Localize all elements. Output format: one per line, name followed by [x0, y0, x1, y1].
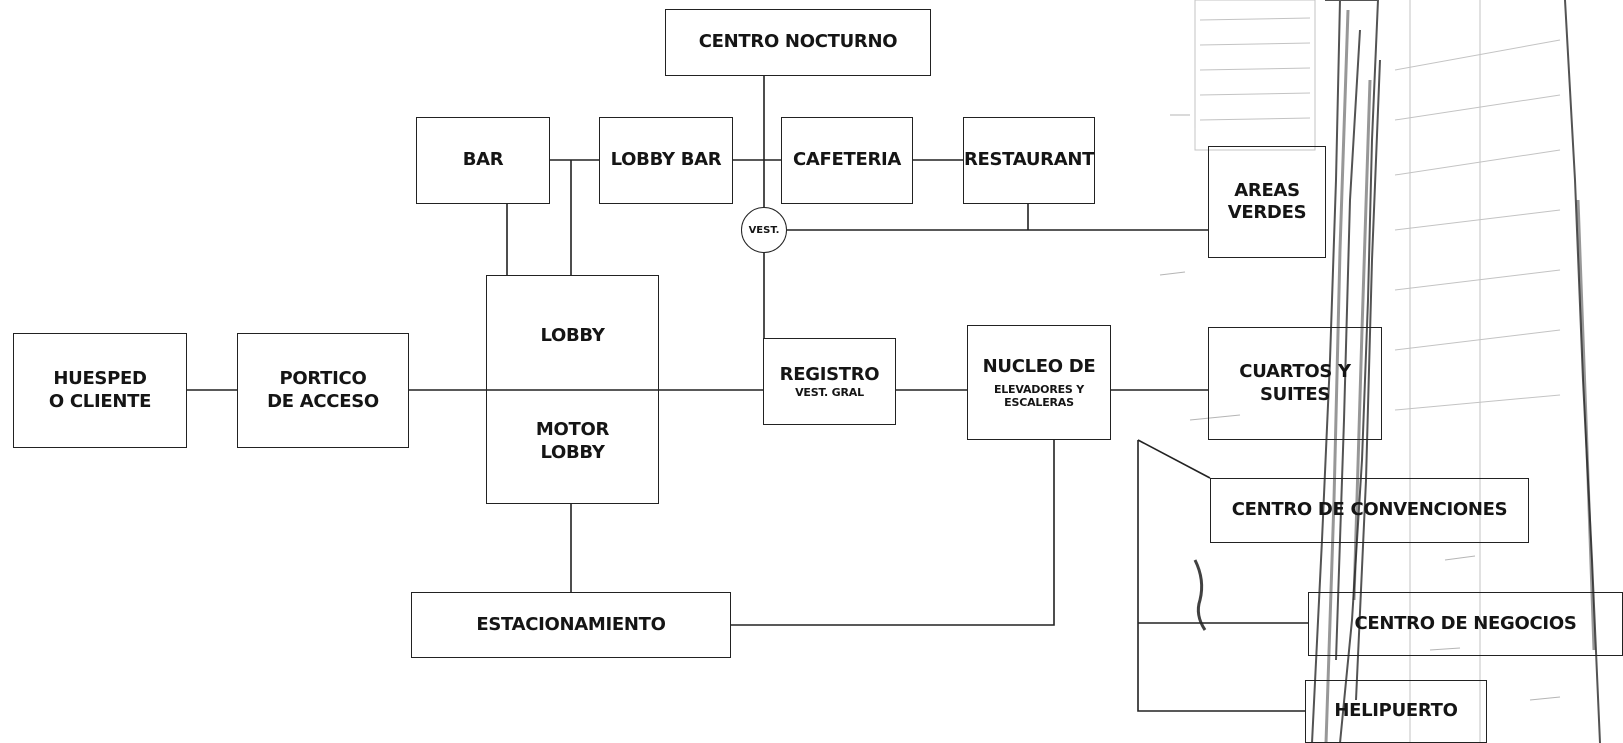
node-restaurant: RESTAURANT: [963, 117, 1095, 204]
node-centro-nocturno: CENTRO NOCTURNO: [665, 9, 931, 76]
node-registro: REGISTRO VEST. GRAL: [763, 338, 896, 425]
node-registro-line1: REGISTRO: [780, 364, 880, 387]
node-helipuerto-label: HELIPUERTO: [1334, 700, 1457, 723]
node-huesped: HUESPED O CLIENTE: [13, 333, 187, 448]
node-helipuerto: HELIPUERTO: [1305, 680, 1487, 743]
node-portico: PORTICO DE ACCESO: [237, 333, 409, 448]
node-areas-verdes-line1: AREAS: [1234, 180, 1299, 203]
node-cuartos: CUARTOS Y SUITES: [1208, 327, 1382, 440]
node-bar: BAR: [416, 117, 550, 204]
node-nucleo-line1: NUCLEO DE: [983, 356, 1096, 379]
node-nucleo: NUCLEO DE ELEVADORES Y ESCALERAS: [967, 325, 1111, 440]
node-estacionamiento-label: ESTACIONAMIENTO: [476, 614, 665, 637]
node-centro-nocturno-label: CENTRO NOCTURNO: [699, 31, 897, 54]
node-bar-label: BAR: [463, 149, 504, 172]
node-lobby-bar-label: LOBBY BAR: [611, 149, 722, 172]
node-lobby-bar: LOBBY BAR: [599, 117, 733, 204]
node-lobby-label: LOBBY: [486, 325, 659, 346]
node-vest: VEST.: [741, 207, 787, 253]
node-areas-verdes: AREAS VERDES: [1208, 146, 1326, 258]
node-portico-line1: PORTICO: [280, 368, 367, 391]
node-areas-verdes-line2: VERDES: [1228, 202, 1307, 225]
node-portico-line2: DE ACCESO: [267, 391, 379, 414]
node-huesped-line2: O CLIENTE: [49, 391, 151, 414]
node-centro-convenciones-label: CENTRO DE CONVENCIONES: [1232, 499, 1508, 522]
node-centro-negocios: CENTRO DE NEGOCIOS: [1308, 592, 1623, 656]
node-cuartos-line2: SUITES: [1260, 384, 1330, 407]
node-motor-lobby-line2: LOBBY: [486, 442, 659, 465]
node-cafeteria-label: CAFETERIA: [793, 149, 901, 172]
node-lobby: [486, 275, 659, 504]
node-motor-lobby-line1: MOTOR: [486, 419, 659, 442]
node-cuartos-line1: CUARTOS Y: [1239, 361, 1350, 384]
node-restaurant-label: RESTAURANT: [964, 149, 1094, 172]
node-nucleo-line2: ELEVADORES Y ESCALERAS: [968, 383, 1110, 409]
node-estacionamiento: ESTACIONAMIENTO: [411, 592, 731, 658]
node-centro-convenciones: CENTRO DE CONVENCIONES: [1210, 478, 1529, 543]
node-centro-negocios-label: CENTRO DE NEGOCIOS: [1355, 613, 1577, 636]
node-registro-line2: VEST. GRAL: [795, 386, 864, 399]
node-motor-lobby-label: MOTOR LOBBY: [486, 419, 659, 464]
node-cafeteria: CAFETERIA: [781, 117, 913, 204]
node-huesped-line1: HUESPED: [53, 368, 146, 391]
node-vest-label: VEST.: [749, 225, 780, 236]
